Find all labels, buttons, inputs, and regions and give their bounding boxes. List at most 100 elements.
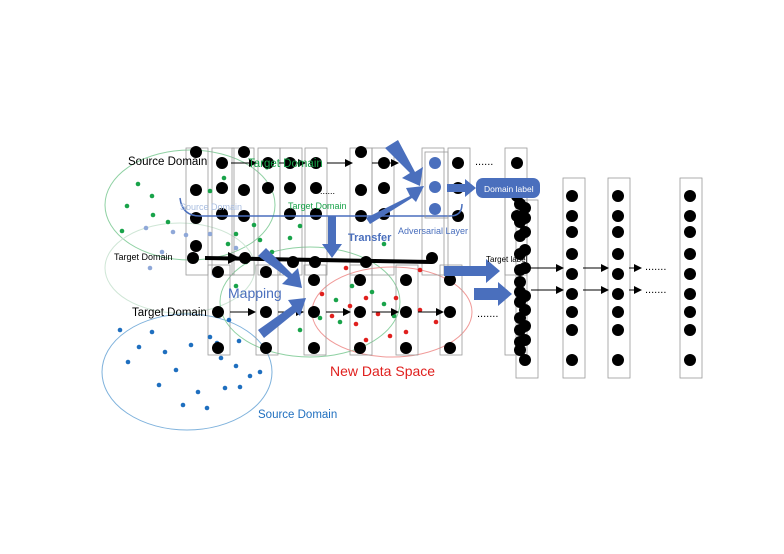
block-arrows bbox=[258, 140, 512, 338]
neuron bbox=[309, 256, 321, 268]
neuron bbox=[260, 306, 272, 318]
neuron bbox=[310, 182, 322, 194]
mapping-label: Mapping bbox=[228, 285, 282, 301]
neuron bbox=[444, 342, 456, 354]
ellipsis-right-1: ....... bbox=[645, 261, 666, 273]
data-point bbox=[119, 228, 125, 234]
data-point bbox=[297, 327, 303, 333]
neuron bbox=[519, 290, 531, 302]
neuron bbox=[284, 157, 296, 169]
neuron bbox=[519, 226, 531, 238]
data-point bbox=[204, 405, 210, 411]
ellipsis-mid-small: ...... bbox=[320, 186, 335, 196]
mapping-arrow-2 bbox=[258, 298, 306, 338]
neuron bbox=[684, 324, 696, 336]
data-point bbox=[329, 313, 335, 319]
data-point bbox=[143, 225, 149, 231]
neuron bbox=[452, 157, 464, 169]
neurons bbox=[187, 146, 696, 366]
data-point bbox=[347, 303, 353, 309]
data-point bbox=[135, 181, 141, 187]
data-point bbox=[233, 231, 239, 237]
target-domain-label-mid: Target Domain bbox=[114, 252, 173, 262]
source-domain-label-top: Source Domain bbox=[128, 156, 207, 168]
neuron bbox=[212, 342, 224, 354]
data-point bbox=[393, 295, 399, 301]
neuron bbox=[262, 182, 274, 194]
data-point bbox=[136, 344, 142, 350]
neuron bbox=[566, 190, 578, 202]
data-point bbox=[369, 289, 375, 295]
adversarial-neuron bbox=[429, 181, 441, 193]
data-point bbox=[180, 402, 186, 408]
ellipsis-right-2: ....... bbox=[645, 284, 666, 296]
network-layer-box bbox=[371, 147, 395, 276]
neuron bbox=[355, 146, 367, 158]
thick-arrow-head bbox=[228, 252, 240, 264]
neuron bbox=[566, 324, 578, 336]
data-point bbox=[381, 301, 387, 307]
data-point bbox=[236, 338, 242, 344]
neuron bbox=[190, 146, 202, 158]
data-point bbox=[159, 249, 165, 255]
data-point bbox=[156, 382, 162, 388]
neuron bbox=[566, 306, 578, 318]
neuron bbox=[444, 306, 456, 318]
network-layer-box bbox=[607, 177, 631, 379]
data-point bbox=[391, 313, 397, 319]
transfer-arrow-diagonal bbox=[366, 186, 424, 224]
data-point bbox=[233, 363, 239, 369]
neuron bbox=[684, 210, 696, 222]
data-point bbox=[170, 229, 176, 235]
transfer-label: Transfer bbox=[348, 232, 392, 244]
neuron bbox=[190, 184, 202, 196]
neuron bbox=[444, 274, 456, 286]
adversarial-neuron bbox=[429, 157, 441, 169]
data-point bbox=[257, 237, 263, 243]
data-point bbox=[363, 337, 369, 343]
neuron bbox=[238, 146, 250, 158]
adversarial-layer-bracket bbox=[179, 197, 463, 217]
neuron bbox=[612, 190, 624, 202]
neuron bbox=[519, 244, 531, 256]
transfer-arrow-top bbox=[385, 140, 423, 186]
data-point bbox=[433, 319, 439, 325]
data-point bbox=[251, 222, 257, 228]
data-point bbox=[183, 232, 189, 238]
neuron bbox=[378, 182, 390, 194]
neuron bbox=[452, 210, 464, 222]
neuron bbox=[519, 354, 531, 366]
neuron bbox=[260, 266, 272, 278]
neuron bbox=[684, 288, 696, 300]
data-point bbox=[417, 307, 423, 313]
target-domain-ellipse-mid bbox=[104, 222, 256, 314]
neuron bbox=[216, 182, 228, 194]
neuron bbox=[612, 288, 624, 300]
neuron bbox=[566, 226, 578, 238]
neuron bbox=[355, 184, 367, 196]
neuron bbox=[354, 342, 366, 354]
neuron bbox=[612, 210, 624, 222]
data-point bbox=[319, 291, 325, 297]
data-point bbox=[387, 333, 393, 339]
data-point bbox=[207, 231, 213, 237]
ellipsis-low: ....... bbox=[477, 308, 498, 320]
adversarial-neuron bbox=[429, 203, 441, 215]
neuron bbox=[684, 354, 696, 366]
data-point bbox=[207, 188, 213, 194]
neuron bbox=[684, 306, 696, 318]
data-point bbox=[257, 369, 263, 375]
neuron bbox=[566, 288, 578, 300]
network-layer-box bbox=[562, 177, 586, 379]
neuron bbox=[216, 157, 228, 169]
data-point bbox=[417, 267, 423, 273]
neuron bbox=[308, 306, 320, 318]
data-point bbox=[233, 283, 239, 289]
neuron bbox=[514, 344, 526, 356]
neuron bbox=[239, 252, 251, 264]
neuron bbox=[519, 212, 531, 224]
neuron bbox=[519, 304, 531, 316]
data-point bbox=[150, 212, 156, 218]
data-point bbox=[124, 203, 130, 209]
data-point bbox=[287, 235, 293, 241]
